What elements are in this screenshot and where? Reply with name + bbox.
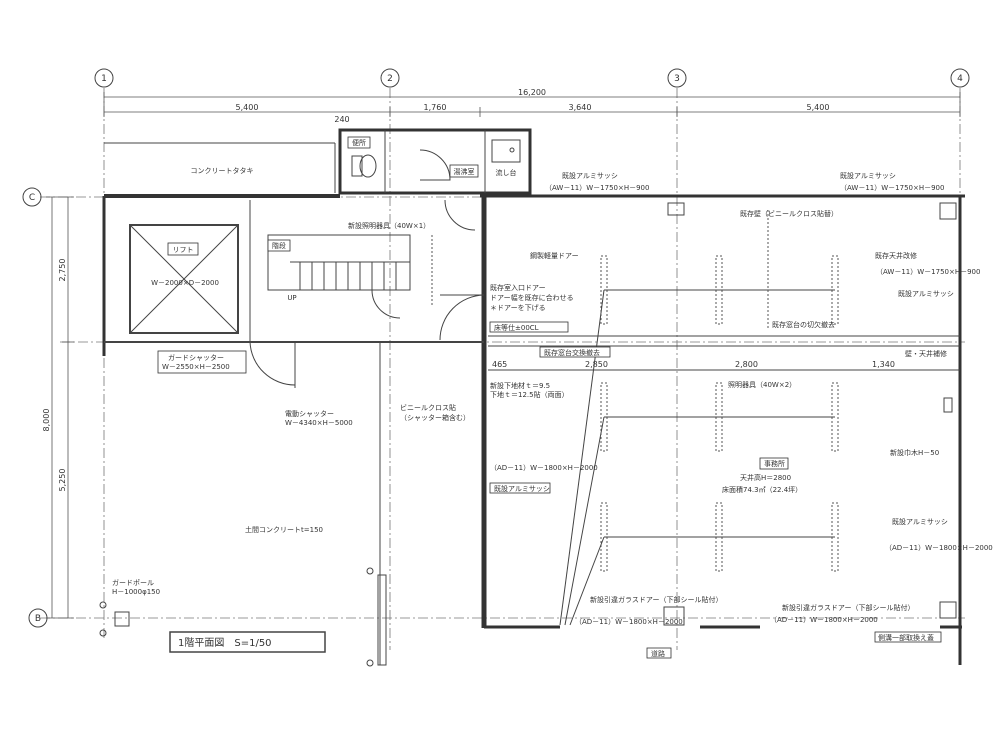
ceiling-light-label: 照明器具（40W×2） <box>728 381 796 389</box>
skirting-label: 新設巾木H－50 <box>890 448 939 457</box>
axis-label-2: 2 <box>387 74 393 84</box>
dim-left-span-2: 5,250 <box>58 469 67 492</box>
left-dimensions: 8,000 2,750 5,250 <box>42 196 74 619</box>
axis-label-1: 1 <box>101 74 107 84</box>
sink-label: 流し台 <box>496 168 517 177</box>
dim-span-3: 3,640 <box>569 103 592 112</box>
axis-bubble-3: 3 <box>667 68 687 88</box>
entrance-door-sub2: ＊ドアーを下げる <box>490 303 546 312</box>
stairs-label: 階段 <box>272 241 286 250</box>
annex: 便所 湯沸室 流し台 <box>338 128 532 195</box>
aluminum-sash-a: 既設アルミサッシ <box>494 484 550 493</box>
mid-dim-4: 1,340 <box>872 360 895 369</box>
street-label: 道路 <box>651 649 665 658</box>
lift: リフト W－2000×D－2000 <box>129 224 239 334</box>
stairs-up: UP <box>287 294 296 302</box>
side-gap-label: 壁・天井補修 <box>905 349 947 358</box>
floor-area: 床面積74.3㎡（22.4坪） <box>722 485 802 494</box>
entrance-door-label: 既存室入口ドアー <box>490 283 546 292</box>
new-window-label: 新設引違ガラスドアー（下部シール貼付） <box>590 595 722 604</box>
garage-labels: 電動シャッター W－4340×H－5000 ビニールクロス貼 （シャッター箱含む… <box>99 342 470 667</box>
axis-bubble-4: 4 <box>950 68 970 88</box>
axis-label-b: B <box>35 614 41 624</box>
building-walls <box>102 194 965 665</box>
floor-concrete-label: 土間コンクリートt=150 <box>245 525 323 534</box>
lift-spec: W－2000×D－2000 <box>151 279 219 287</box>
mid-dim-1: 465 <box>492 360 507 369</box>
axis-label-3: 3 <box>674 74 680 84</box>
window-spec-a: （AD－11）W－1800×H－2000 <box>490 464 598 472</box>
vinyl-cloth-sub: （シャッター箱含む） <box>400 413 470 422</box>
window-remove-label: 既存窓台の切欠撤去 <box>772 320 835 329</box>
office-labels: 新設照明器具（40W×1） 既存室入口ドアー ドアー幅を既存に合わせる ＊ドアー… <box>348 171 993 659</box>
dim-left-span-1: 2,750 <box>58 259 67 282</box>
window-spec-g: （AD－11）W－1800×H－2000 <box>770 616 878 624</box>
ceiling-change-label: 既存天井改修 <box>875 251 917 260</box>
guard-pole-label: ガードポール <box>112 578 154 587</box>
new-window-label-b: 新設引違ガラスドアー（下部シール貼付） <box>782 603 914 612</box>
wall-rail-label: 新設下地材ｔ＝9.5 <box>490 381 550 390</box>
axis-bubble-c: C <box>22 187 42 207</box>
aluminum-sash-right-low: 既設アルミサッシ <box>892 517 948 526</box>
title-block: 1階平面図 S=1/50 <box>169 631 326 653</box>
steel-door-label: 鋼製軽量ドアー <box>530 251 579 260</box>
window-spec-f: （AD－11）W－1800×H－2000 <box>885 544 993 552</box>
dim-span-4: 5,400 <box>807 103 830 112</box>
office-interior: 465 2,850 2,800 1,340 <box>488 202 960 626</box>
apron-area: コンクリートタタキ <box>104 142 336 193</box>
axis-label-4: 4 <box>957 74 963 84</box>
dim-left-total: 8,000 <box>42 409 51 432</box>
dim-small: 240 <box>334 115 349 124</box>
wall-finish-label: 既存壁（ビニールクロス貼替） <box>740 209 838 218</box>
left-shutter-label: ガードシャッター <box>168 353 224 362</box>
mid-dim-2: 2,850 <box>585 360 608 369</box>
wall-rail-sub: 下地ｔ＝12.5貼（両面） <box>490 390 569 399</box>
entrance-door-sub: ドアー幅を既存に合わせる <box>490 293 574 302</box>
window-spec-b: （AD－11）W－1800×H－2000 <box>575 618 683 626</box>
mid-dim-3: 2,800 <box>735 360 758 369</box>
guard-pole-spec: H－1000φ150 <box>112 588 160 596</box>
boiler-room-label: 湯沸室 <box>454 167 475 176</box>
mid-shutter-label: 電動シャッター <box>285 409 334 418</box>
concrete-slab-label: コンクリートタタキ <box>191 166 254 175</box>
top-dimensions: 16,200 5,400 1,760 3,640 5,400 240 <box>103 88 961 124</box>
aluminum-sash-top-left: 既設アルミサッシ <box>562 171 618 180</box>
entrance-light-label: 新設照明器具（40W×1） <box>348 221 430 230</box>
dim-span-1: 5,400 <box>236 103 259 112</box>
dim-span-2: 1,760 <box>424 103 447 112</box>
window-spec-e: （AW－11）W－1750×H－900 <box>876 268 980 276</box>
new-frame-label: 既存窓台交換撤去 <box>544 348 600 357</box>
mid-shutter-spec: W－4340×H－5000 <box>285 419 353 427</box>
left-shutter-spec: W－2550×H－2500 <box>162 363 230 371</box>
vinyl-cloth-label: ビニールクロス貼 <box>400 403 456 412</box>
toilet-label: 便所 <box>352 138 366 147</box>
window-spec-c: （AW－11）W－1750×H－900 <box>545 184 649 192</box>
office-label: 事務所 <box>764 459 785 468</box>
floor-level-label: 床等仕±00CL <box>494 323 539 332</box>
ceiling-height: 天井高H＝2800 <box>740 473 791 482</box>
window-spec-d: （AW－11）W－1750×H－900 <box>840 184 944 192</box>
axis-bubbles: 1 2 3 4 C B <box>22 68 970 628</box>
axis-label-c: C <box>29 193 35 203</box>
left-shutter: ガードシャッター W－2550×H－2500 <box>157 341 296 388</box>
stairs: 階段 UP <box>267 234 433 319</box>
axis-bubble-2: 2 <box>380 68 400 88</box>
axis-bubble-1: 1 <box>94 68 114 88</box>
drain-cover-label: 側溝一部取換え蓋 <box>878 633 934 642</box>
dim-total: 16,200 <box>518 88 546 97</box>
lift-label: リフト <box>173 246 194 254</box>
aluminum-sash-top-right: 既設アルミサッシ <box>840 171 896 180</box>
office-door <box>439 199 485 341</box>
title-text: 1階平面図 S=1/50 <box>178 637 272 649</box>
aluminum-sash-right: 既設アルミサッシ <box>898 289 954 298</box>
